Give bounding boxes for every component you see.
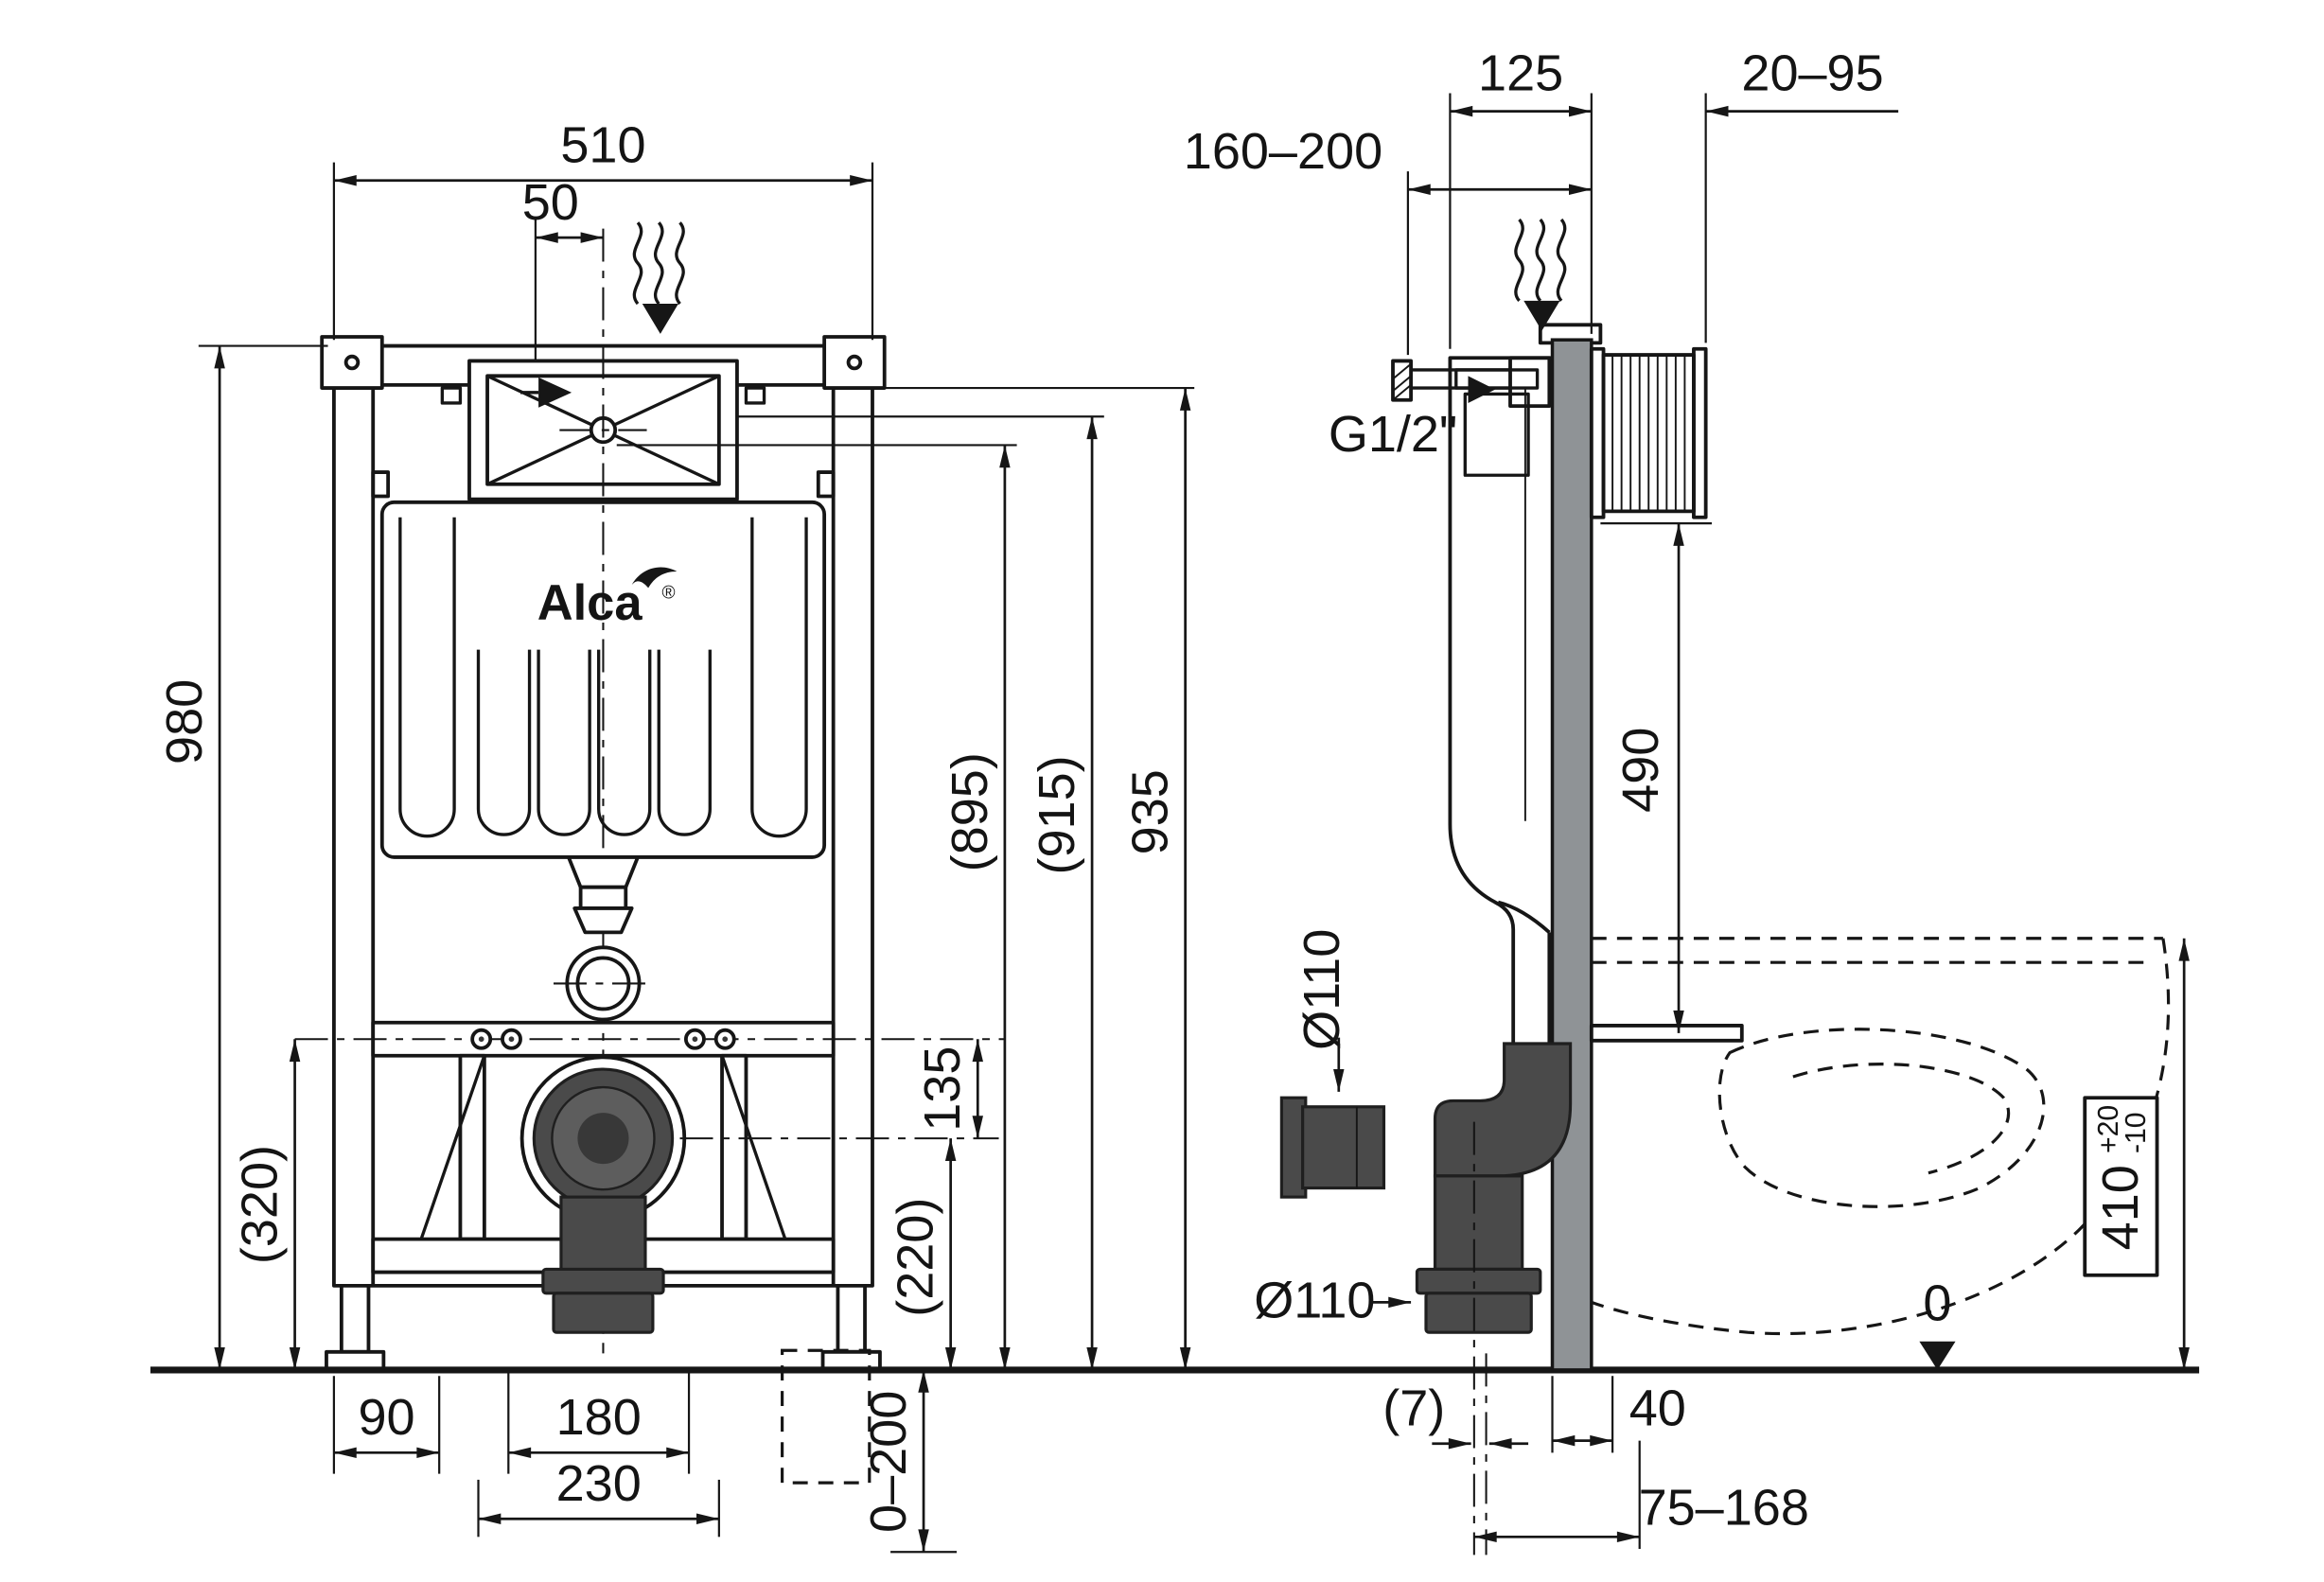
frame-profile xyxy=(1550,338,1593,1372)
side-cistern xyxy=(1448,356,1553,1047)
dim-75-168: 75–168 xyxy=(1473,1440,1809,1550)
dim-180: 180 xyxy=(507,1373,691,1474)
dim-220: (220) xyxy=(888,1138,957,1370)
dim-410-sub-label: -10 xyxy=(2121,1112,2152,1153)
dim-895-label: (895) xyxy=(942,752,998,871)
front-drain-elbow xyxy=(519,1055,687,1334)
corner-plate-left xyxy=(320,335,384,390)
dim-220-label: (220) xyxy=(888,1198,944,1317)
side-dimensions: 125 20–95 160–200 490 Ø110 xyxy=(1184,44,2190,1556)
dim-50: 50 xyxy=(522,174,604,361)
datum-triangle-icon xyxy=(1919,1341,1956,1370)
dim-20-95: 20–95 xyxy=(1704,44,1899,343)
dim-125-label: 125 xyxy=(1478,44,1563,101)
supply-wall-anchor xyxy=(1391,359,1413,402)
alca-logo-text: Alca xyxy=(537,576,643,631)
dim-320-label: (320) xyxy=(231,1145,288,1264)
leg-extension-dashed-zone xyxy=(781,1348,872,1485)
adjustable-leg-left xyxy=(339,1283,371,1354)
dia110-top-label: Ø110 xyxy=(1294,929,1350,1050)
dim-dia110-top: Ø110 xyxy=(1294,929,1350,1092)
dim-935: 935 xyxy=(878,386,1195,1370)
front-cistern: Alca ® xyxy=(379,500,827,859)
dim-510-label: 510 xyxy=(560,117,645,174)
dim-40: 40 xyxy=(1551,1376,1686,1453)
dim-510: 510 xyxy=(332,117,874,341)
dim-0-200-label: 0–200 xyxy=(860,1391,917,1533)
dim-895: (895) xyxy=(616,444,1017,1370)
front-view: Alca ® xyxy=(156,117,1195,1554)
dim-125: 125 xyxy=(1449,44,1593,349)
down-arrow-icon xyxy=(1523,300,1560,331)
dim-915: (915) xyxy=(736,415,1104,1370)
dim-320: (320) xyxy=(231,1039,301,1370)
dim-230-label: 230 xyxy=(556,1455,642,1512)
dim-980: 980 xyxy=(156,344,328,1370)
dim-dia110-bottom: Ø110 xyxy=(1254,1272,1412,1328)
dim-90-label: 90 xyxy=(358,1389,414,1446)
dim-20-95-label: 20–95 xyxy=(1741,44,1883,101)
dim-410-sup-label: +20 xyxy=(2093,1105,2124,1153)
dim-75-168-label: 75–168 xyxy=(1639,1480,1809,1537)
dim-135: 135 xyxy=(679,1039,999,1140)
flush-arrow-icon xyxy=(538,377,572,408)
dim-135-label: 135 xyxy=(914,1046,971,1132)
alca-registered-mark: ® xyxy=(661,584,675,604)
dim-7: (7) xyxy=(1382,1121,1529,1556)
drain-adapter xyxy=(1279,1096,1386,1199)
dim-410: 410 +20 -10 xyxy=(2083,938,2190,1370)
dim-180-label: 180 xyxy=(556,1389,642,1446)
dim-40-label: 40 xyxy=(1629,1380,1686,1437)
wc-bowl-dashed xyxy=(1591,937,2171,1336)
wall-bracket xyxy=(1589,346,1708,519)
dim-490: 490 xyxy=(1600,521,1713,1033)
dim-230: 230 xyxy=(477,1455,720,1538)
dim-980-label: 980 xyxy=(156,679,213,765)
dim-935-label: 935 xyxy=(1122,769,1179,854)
dim-50-label: 50 xyxy=(522,174,579,231)
dim-490-label: 490 xyxy=(1612,728,1669,813)
dim-410-box xyxy=(2083,1096,2159,1277)
bowl-fixing-rod xyxy=(1589,1024,1744,1043)
side-drain-elbow xyxy=(1415,1042,1573,1334)
dim-160-200-label: 160–200 xyxy=(1184,123,1382,180)
front-fixing-bolts xyxy=(294,1028,1005,1050)
front-flush-pipe xyxy=(553,855,653,1022)
alca-logo: Alca ® xyxy=(537,567,678,631)
dia110-bottom-label: Ø110 xyxy=(1254,1272,1375,1328)
datum-zero-label: 0 xyxy=(1923,1274,1951,1331)
corner-plate-right xyxy=(822,335,887,390)
adjustable-leg-right xyxy=(836,1283,867,1354)
dim-90: 90 xyxy=(332,1376,441,1474)
front-water-supply-icon xyxy=(632,221,685,334)
dim-915-label: (915) xyxy=(1029,755,1085,874)
alca-bird-icon xyxy=(631,567,678,589)
dim-410-label: 410 xyxy=(2092,1165,2149,1250)
front-dimensions: 510 50 980 (320) (895) xyxy=(156,117,1195,1554)
side-water-supply: G1/2" xyxy=(1329,218,1567,463)
datum-zero: 0 xyxy=(1919,1274,1956,1370)
down-arrow-icon xyxy=(642,304,678,334)
dim-0-200: 0–200 xyxy=(860,1369,958,1554)
dim-160-200: 160–200 xyxy=(1184,123,1592,356)
dim-7-label: (7) xyxy=(1382,1380,1445,1437)
supply-thread-label: G1/2" xyxy=(1329,406,1457,463)
side-view: G1/2" xyxy=(1184,44,2190,1556)
